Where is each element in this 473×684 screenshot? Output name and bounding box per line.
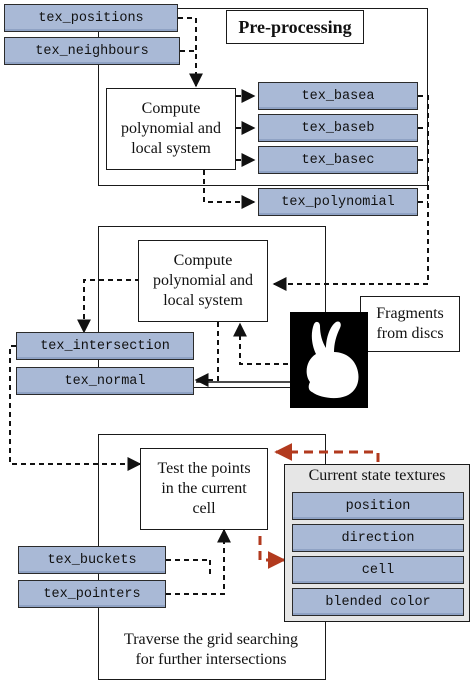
- bunny-silhouette-icon: [306, 321, 359, 399]
- state-position-node: position: [292, 492, 464, 520]
- state-cell-node: cell: [292, 556, 464, 584]
- state-blended-color-node: blended color: [292, 588, 464, 616]
- fragments-label-box: Fragments from discs: [360, 296, 460, 352]
- tex-pointers-node: tex_pointers: [18, 580, 166, 608]
- tex-baseb-node: tex_baseb: [258, 114, 418, 142]
- fragments-image: [290, 312, 368, 408]
- current-state-title: Current state textures: [308, 467, 446, 484]
- state-direction-node: direction: [292, 524, 464, 552]
- tex-positions-node: tex_positions: [4, 4, 178, 32]
- tex-neighbours-node: tex_neighbours: [4, 37, 180, 65]
- tex-polynomial-node: tex_polynomial: [258, 188, 418, 216]
- test-points-box: Test the points in the current cell: [140, 448, 268, 530]
- preprocessing-title: Pre-processing: [226, 10, 364, 44]
- tex-basec-node: tex_basec: [258, 146, 418, 174]
- traversal-caption: Traverse the grid searching for further …: [123, 631, 299, 668]
- intersection-frame: [98, 226, 326, 388]
- preprocessing-compute-box: Compute polynomial and local system: [106, 88, 236, 170]
- tex-intersection-node: tex_intersection: [16, 332, 194, 360]
- tex-normal-node: tex_normal: [16, 367, 194, 395]
- tex-buckets-node: tex_buckets: [18, 546, 166, 574]
- tex-basea-node: tex_basea: [258, 82, 418, 110]
- intersection-compute-box: Compute polynomial and local system: [138, 240, 268, 322]
